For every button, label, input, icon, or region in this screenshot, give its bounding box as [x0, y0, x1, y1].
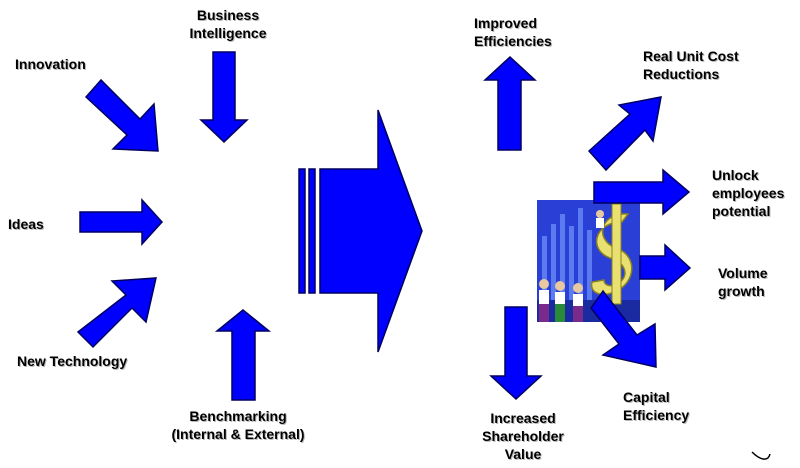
big-right-arrow-icon	[298, 109, 423, 353]
business-people-icon	[539, 210, 604, 322]
innovation-arrow-icon	[84, 78, 159, 152]
label-line: growth	[718, 283, 765, 299]
label-line: Efficiencies	[474, 33, 552, 49]
real-unit-cost-arrow-icon	[587, 96, 662, 172]
label-line: potential	[712, 203, 771, 219]
volume-growth-arrow-icon	[639, 243, 692, 292]
swirl-decoration	[751, 451, 771, 460]
business-people-dollar-clipart	[537, 200, 640, 322]
label-line: Value	[504, 446, 542, 462]
dollar-sign-icon	[590, 203, 633, 305]
label-line: Increased	[490, 410, 556, 426]
label-line: (Internal & External)	[171, 426, 305, 442]
label-benchmarking: Benchmarking (Internal & External)	[146, 407, 330, 443]
label-shareholder-value: Increased Shareholder Value	[468, 409, 578, 463]
label-unlock-employees: Unlock employees potential	[712, 166, 784, 220]
label-line: employees	[712, 185, 785, 201]
ideas-arrow-icon	[79, 198, 164, 246]
label-line: Real Unit Cost	[643, 48, 739, 64]
label-line: Shareholder	[482, 428, 564, 444]
label-volume-growth: Volume growth	[718, 264, 768, 300]
label-line: Efficiency	[623, 407, 690, 423]
new-technology-arrow-icon	[76, 277, 157, 349]
label-line: Capital	[623, 389, 670, 405]
label-line: Unlock	[712, 167, 759, 183]
business-intelligence-arrow-icon	[199, 51, 249, 144]
capital-efficiency-arrow-icon	[590, 289, 657, 368]
label-line: Volume	[718, 265, 768, 281]
label-line: Benchmarking	[189, 408, 287, 424]
label-line: Improved	[474, 15, 538, 31]
benchmarking-arrow-icon	[214, 309, 272, 401]
label-real-unit-cost: Real Unit Cost Reductions	[643, 47, 739, 83]
label-line: Intelligence	[189, 25, 267, 41]
label-line: Business	[196, 7, 260, 23]
label-line: Reductions	[643, 66, 720, 82]
unlock-employees-arrow-icon	[593, 168, 691, 216]
label-new-technology: New Technology	[17, 353, 128, 369]
label-innovation: Innovation	[15, 56, 86, 72]
label-business-intelligence: Business Intelligence	[168, 6, 288, 42]
label-improved-efficiencies: Improved Efficiencies	[474, 14, 552, 50]
label-capital-efficiency: Capital Efficiency	[623, 388, 689, 424]
improved-efficiencies-arrow-icon	[483, 55, 537, 151]
shareholder-value-arrow-icon	[489, 306, 543, 401]
label-ideas: Ideas	[8, 216, 44, 232]
